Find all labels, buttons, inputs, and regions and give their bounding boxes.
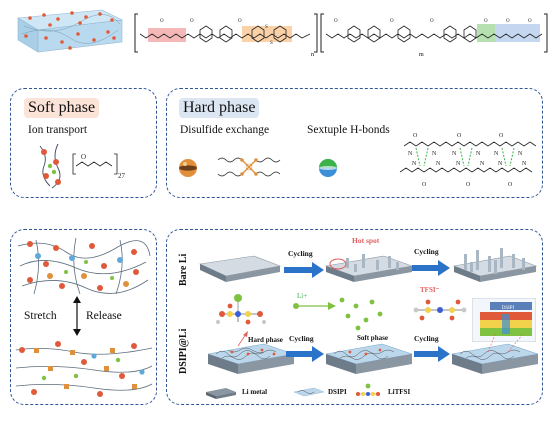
tfsi-label: TFSI⁻ xyxy=(420,286,440,294)
cycling-label-1: Cycling xyxy=(288,249,313,258)
svg-text:N: N xyxy=(436,161,441,167)
dsipi-li-slab-1 xyxy=(207,343,295,374)
svg-text:O: O xyxy=(528,19,532,24)
svg-text:N: N xyxy=(432,151,437,157)
dsipi-li-slab-3 xyxy=(451,334,539,374)
svg-text:S: S xyxy=(270,41,273,46)
soft-phase-title: Soft phase xyxy=(24,98,100,118)
disulfide-exchange-label: Disulfide exchange xyxy=(180,124,270,136)
svg-text:N: N xyxy=(476,151,481,157)
disulfide-icon xyxy=(179,159,197,177)
hard-phase-arrow-label: Hard phase xyxy=(248,336,283,344)
hbond-icon xyxy=(319,159,337,177)
li-ion-arrow xyxy=(293,302,336,310)
bare-li-label: Bare Li xyxy=(178,253,189,286)
svg-text:O: O xyxy=(506,19,510,24)
svg-text:O: O xyxy=(81,153,86,161)
litfsi-molecule-right xyxy=(413,299,467,321)
hbond-highlight xyxy=(495,24,540,42)
svg-text:O: O xyxy=(484,19,488,24)
svg-text:O: O xyxy=(457,133,462,139)
svg-text:O: O xyxy=(422,182,427,188)
hard-phase-pointer xyxy=(237,331,248,347)
hot-spot-circle xyxy=(329,258,347,270)
stretch-label: Stretch xyxy=(24,310,57,322)
svg-text:O: O xyxy=(413,133,418,139)
svg-text:N: N xyxy=(494,151,499,157)
bare-li-slab-2 xyxy=(324,254,414,282)
legend-dsipi: DSIPI xyxy=(328,388,347,396)
legend-dsipi-swatch xyxy=(293,387,325,397)
inset-top-label: DSIPI xyxy=(502,306,515,311)
dsipi-li-label: DSIPI@Li xyxy=(178,328,189,374)
svg-text:N: N xyxy=(498,161,503,167)
cycling-arrow-1 xyxy=(284,262,324,278)
cycling-arrow-4 xyxy=(414,346,450,362)
network-released-illustration xyxy=(15,341,153,397)
cycling-label-4: Cycling xyxy=(414,334,439,343)
svg-text:S: S xyxy=(265,25,268,30)
legend-litfsi: LiTFSI xyxy=(388,388,411,396)
legend-litfsi-swatch xyxy=(356,383,380,396)
stretch-release-arrow xyxy=(73,296,81,336)
svg-text:O: O xyxy=(334,19,338,24)
svg-text:N: N xyxy=(452,151,457,157)
svg-text:O: O xyxy=(238,19,242,24)
svg-text:O: O xyxy=(190,19,194,24)
hot-spot-label: Hot spot xyxy=(352,236,380,245)
bare-li-slab-1 xyxy=(198,255,282,282)
soft-phase-panel xyxy=(10,88,157,198)
soft-segment-highlight xyxy=(148,28,186,42)
cycling-arrow-2 xyxy=(412,260,450,276)
sextuple-hbonds-label: Sextuple H-bonds xyxy=(307,124,390,136)
cycling-label-3: Cycling xyxy=(289,334,314,343)
soft-phase-subtitle: Ion transport xyxy=(28,124,88,136)
polymer-chemical-structure: O O O O O O O O O S S n m xyxy=(134,13,548,58)
legend-li-metal-swatch xyxy=(206,388,236,399)
urea-highlight xyxy=(477,24,495,42)
svg-text:O: O xyxy=(499,133,504,139)
svg-text:N: N xyxy=(522,161,527,167)
subscript-n: n xyxy=(311,52,314,58)
dsipi-li-slab-2 xyxy=(325,343,413,374)
polymer-block-illustration xyxy=(17,9,124,53)
network-stretched-illustration xyxy=(17,237,151,295)
ion-transport-illustration: O 27 xyxy=(39,143,126,189)
hard-phase-panel xyxy=(166,88,543,198)
li-ions-scattered xyxy=(339,297,383,331)
hard-phase-title: Hard phase xyxy=(179,98,260,118)
svg-text:N: N xyxy=(480,161,485,167)
svg-text:N: N xyxy=(456,161,461,167)
svg-text:O: O xyxy=(390,19,394,24)
li-ion-label: Li+ xyxy=(297,292,308,300)
svg-text:N: N xyxy=(408,151,413,157)
repeat-index: 27 xyxy=(118,172,126,180)
soft-phase-arrow-label: Soft phase xyxy=(357,334,388,342)
legend-li-metal: Li metal xyxy=(242,388,268,396)
svg-text:O: O xyxy=(508,182,513,188)
stretch-release-panel xyxy=(10,229,157,405)
sei-layer-inset: DSIPI xyxy=(472,298,536,342)
cycling-arrow-3 xyxy=(286,346,324,362)
svg-text:O: O xyxy=(466,182,471,188)
bare-li-slab-3 xyxy=(452,248,538,282)
svg-text:O: O xyxy=(430,19,434,24)
svg-text:N: N xyxy=(412,161,417,167)
svg-text:O: O xyxy=(160,19,164,24)
litfsi-molecule-left xyxy=(216,294,266,325)
subscript-m: m xyxy=(419,52,424,58)
cycling-panel xyxy=(166,229,543,405)
release-label: Release xyxy=(86,310,122,322)
svg-text:N: N xyxy=(518,151,523,157)
disulfide-exchange-diagram xyxy=(217,157,281,177)
cycling-label-2: Cycling xyxy=(414,247,439,256)
